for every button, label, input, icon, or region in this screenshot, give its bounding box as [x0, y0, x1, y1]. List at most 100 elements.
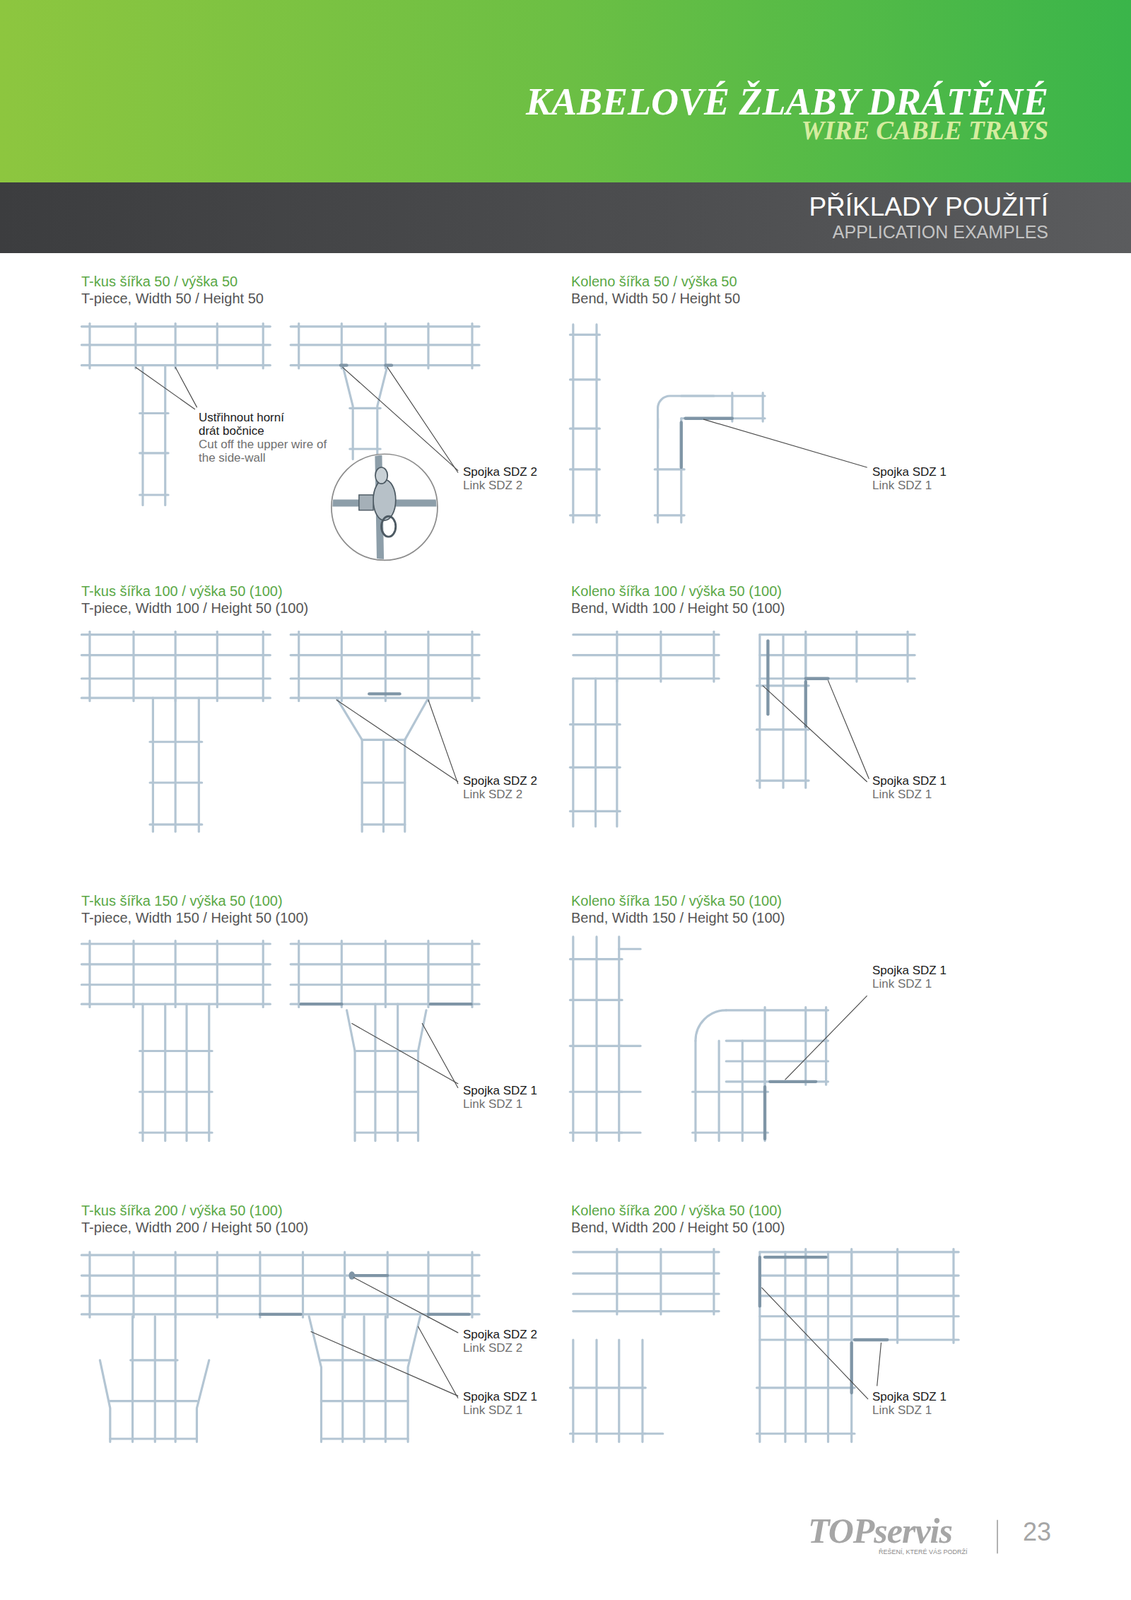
tray-wire: [354, 1090, 418, 1093]
tray-wire: [763, 1040, 766, 1141]
tray-wire: [139, 1090, 213, 1093]
tray-wire: [426, 1251, 430, 1317]
tray-wire: [81, 1273, 480, 1276]
callout-label-en: Link SDZ 1: [463, 1403, 523, 1417]
callout-label-en: Link SDZ 1: [872, 787, 932, 801]
tray-wire: [384, 631, 387, 701]
tray-wire: [149, 823, 203, 826]
tray-wire: [712, 1249, 715, 1315]
tray-wire: [758, 1251, 761, 1442]
tray-wire: [569, 513, 600, 517]
detail-nut: [359, 494, 374, 511]
link-clip: [385, 364, 392, 367]
callout-label-en: Link SDZ 1: [872, 976, 932, 991]
tray-wire: [343, 1251, 346, 1317]
tray-wire: [615, 1249, 618, 1315]
tray-wire: [149, 781, 203, 784]
tray-wire: [571, 936, 574, 1141]
tray-wire: [571, 1339, 574, 1442]
tray-wire: [470, 323, 473, 369]
tray-wire: [855, 631, 858, 682]
leader-line: [311, 1331, 459, 1396]
page-title: KABELOVÉ ŽLABY DRÁTĚNÉ: [525, 81, 1049, 122]
tray-wire: [692, 1090, 769, 1093]
note-text-en: Cut off the upper wire of the side-wall: [198, 437, 333, 465]
tray-wire: [418, 1010, 427, 1141]
tray-wire: [824, 1006, 828, 1085]
tray-wire: [762, 393, 765, 422]
tray-wire: [139, 412, 169, 415]
tray-wire: [341, 1316, 344, 1443]
leader-line: [762, 685, 867, 782]
tray-wire: [617, 1339, 620, 1442]
leader-line: [354, 1277, 459, 1333]
tray-wire: [174, 697, 177, 832]
tray-wire: [396, 1003, 399, 1141]
tray-wire: [659, 631, 662, 682]
section-band: PŘÍKLADY POUŽITÍAPPLICATION EXAMPLES: [0, 182, 1131, 254]
tray-wire: [712, 631, 715, 682]
link-clip: [680, 422, 683, 468]
tray-wire: [573, 653, 719, 656]
tray-wire: [377, 365, 388, 460]
tray-wire: [361, 823, 406, 826]
tray-wire: [110, 1399, 198, 1402]
link-clip: [260, 1312, 302, 1316]
tray-wire: [642, 1432, 664, 1435]
link-clip: [854, 1338, 888, 1341]
tray-wire: [139, 1049, 213, 1052]
tray-wire: [569, 333, 600, 336]
tray-wire: [595, 324, 598, 523]
callout-label: Spojka SDZ 1: [463, 1083, 538, 1098]
tray-wire: [426, 940, 430, 1008]
tray-wire: [88, 323, 91, 369]
tray-wire: [758, 634, 761, 788]
callout-label: Spojka SDZ 2: [463, 1327, 538, 1341]
tray-wire: [141, 1003, 144, 1141]
tray-wire: [349, 447, 381, 450]
leader-line: [387, 367, 459, 473]
tray-wire: [197, 697, 201, 832]
tray-wire: [804, 1251, 807, 1442]
tray-wire: [154, 1316, 157, 1443]
tray-wire: [569, 427, 600, 430]
tray-wire: [349, 407, 381, 410]
tray-wire: [361, 738, 406, 741]
detail-magnifier: [331, 453, 438, 560]
detail-clip: [373, 479, 396, 521]
section-heading: Koleno šířka 150 / výška 50 (100): [571, 892, 782, 910]
tray-wire: [569, 1044, 623, 1047]
tray-wire: [952, 1249, 955, 1344]
tray-wire: [88, 631, 91, 701]
callout-label: Spojka SDZ 1: [872, 465, 947, 479]
tray-wire: [569, 378, 600, 381]
tray-wire: [757, 778, 810, 782]
tray-wire: [320, 1358, 408, 1361]
link-clip: [766, 640, 770, 714]
tray-wire: [573, 1292, 719, 1295]
tray-wire: [340, 323, 343, 369]
tray-wire: [804, 1006, 807, 1085]
section-heading-en: Bend, Width 100 / Height 50 (100): [571, 599, 785, 617]
link-clip: [428, 1312, 470, 1316]
tray-wire: [174, 1316, 177, 1443]
tray-wire: [594, 678, 597, 827]
title-band: KABELOVÉ ŽLABY DRÁTĚNÉWIRE CABLE TRAYS: [0, 0, 1131, 183]
section-heading: T-kus šířka 200 / výška 50 (100): [81, 1201, 283, 1219]
tray-wire: [804, 634, 807, 788]
tray-wire: [569, 998, 623, 1001]
callout-label: Spojka SDZ 1: [872, 1389, 947, 1404]
tray-wire: [132, 1251, 135, 1317]
callout-label-en: Link SDZ 1: [872, 1403, 932, 1417]
tray-wire: [569, 1386, 646, 1389]
tray-wire: [216, 1251, 219, 1317]
tray-wire: [320, 1437, 408, 1440]
tray-wire: [132, 940, 135, 1008]
tray-wire: [151, 697, 155, 832]
tray-wire: [354, 1049, 418, 1052]
tray-wire: [262, 323, 265, 369]
tray-wire: [426, 323, 430, 369]
tray-wire: [850, 1251, 853, 1442]
section-title: PŘÍKLADY POUŽITÍ: [808, 192, 1049, 222]
company-slogan: ŘEŠENÍ, KTERÉ VÁS PODRŽÍ: [878, 1548, 968, 1556]
